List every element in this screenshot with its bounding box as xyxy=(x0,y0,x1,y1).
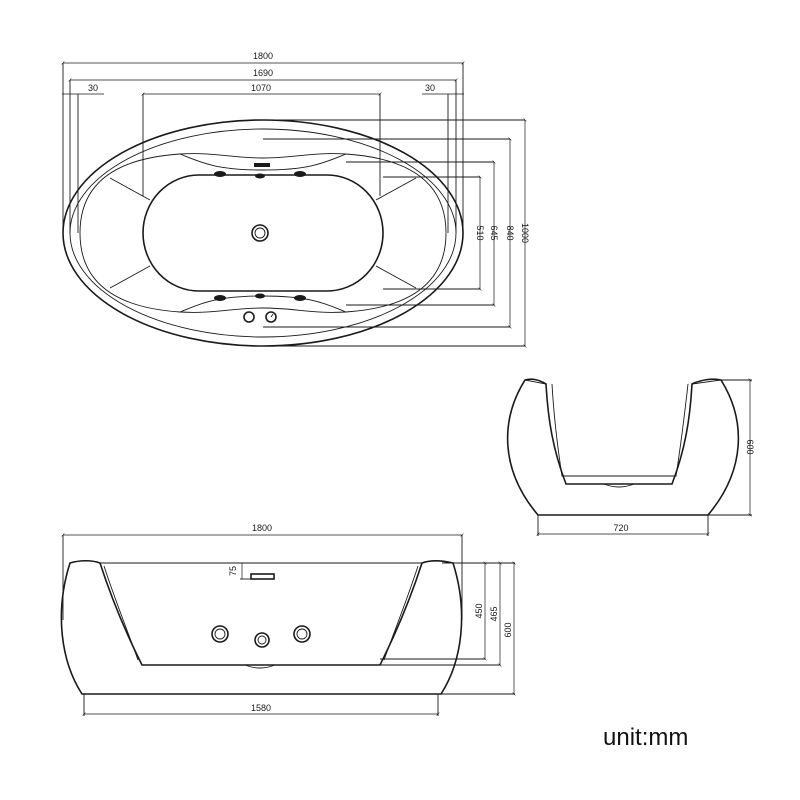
ridge-line xyxy=(109,177,151,201)
dim-end-width: 720 xyxy=(613,523,628,533)
jet-icon xyxy=(254,632,270,648)
drain-icon xyxy=(251,224,269,242)
dim-edge-right: 30 xyxy=(425,83,435,93)
jet-inner-icon xyxy=(214,628,226,640)
dim-end-height: 600 xyxy=(745,439,755,454)
ridge-line xyxy=(375,177,417,201)
end-view: 600 720 xyxy=(506,378,755,536)
jet-inner-icon xyxy=(296,628,308,640)
dim-side-depth-2: 465 xyxy=(489,606,499,621)
control-knob-icon xyxy=(243,311,255,323)
tub-headrest-top xyxy=(179,153,347,171)
overflow-icon xyxy=(250,573,275,580)
jet-icon xyxy=(211,625,229,643)
ridge-line xyxy=(109,265,151,289)
dim-side-base: 1580 xyxy=(251,703,271,713)
top-view: 1800 1690 30 30 1070 510 645 840 1000 xyxy=(61,51,530,348)
tub-end-inner xyxy=(551,383,689,477)
dim-width-2: 645 xyxy=(489,225,499,240)
dim-width-1: 510 xyxy=(475,225,485,240)
dim-rim-length: 1690 xyxy=(253,68,273,78)
dim-control-height: 75 xyxy=(228,566,238,576)
rim-line xyxy=(524,379,547,385)
jet-icon xyxy=(214,295,226,301)
jet-icon xyxy=(214,171,226,177)
drain-inner-icon xyxy=(254,227,266,239)
tub-end-profile xyxy=(506,378,740,516)
knob-indicator xyxy=(270,313,274,318)
dim-overall-length: 1800 xyxy=(253,51,273,61)
jet-icon xyxy=(255,173,265,179)
jet-icon xyxy=(294,295,306,301)
dim-basin-length: 1070 xyxy=(251,83,271,93)
jet-icon xyxy=(294,171,306,177)
tub-side-inner xyxy=(103,565,419,661)
overflow-icon xyxy=(254,163,270,167)
dim-width-4: 1000 xyxy=(520,223,530,243)
dim-edge-left: 30 xyxy=(88,83,98,93)
drain-bump xyxy=(244,664,276,669)
dim-side-length: 1800 xyxy=(252,523,272,533)
dim-side-depth-1: 450 xyxy=(474,603,484,618)
jet-icon xyxy=(255,293,265,299)
dim-width-3: 840 xyxy=(505,225,515,240)
dim-side-depth-3: 600 xyxy=(503,622,513,637)
ridge-line xyxy=(375,265,417,289)
tub-inner-rim xyxy=(79,153,447,313)
tub-side-profile xyxy=(60,559,463,695)
drain-bump xyxy=(603,483,635,488)
jet-inner-icon xyxy=(257,635,267,645)
side-view: 1800 1580 75 450 465 600 xyxy=(60,523,516,716)
unit-label: unit:mm xyxy=(603,724,689,751)
rim-line xyxy=(691,379,722,385)
jet-icon xyxy=(293,625,311,643)
